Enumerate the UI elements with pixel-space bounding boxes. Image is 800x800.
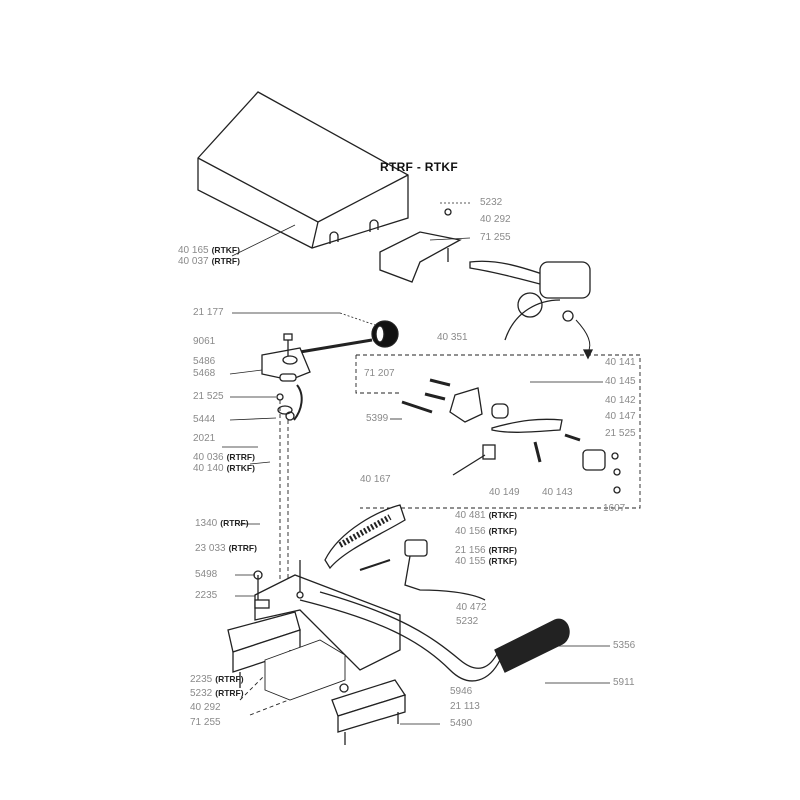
part-label: 2235 — [195, 590, 218, 601]
part-label: 40 156(RTKF) — [455, 526, 517, 537]
part-label: 40 037(RTRF) — [178, 256, 240, 267]
part-label: 5232(RTRF) — [190, 688, 244, 699]
part-label: 1340(RTRF) — [195, 518, 249, 529]
part-label: 40 351 — [437, 332, 468, 343]
part-label: 2235(RTRF) — [190, 674, 244, 685]
part-label: 40 147 — [605, 411, 636, 422]
part-label: 21 156(RTRF) — [455, 545, 517, 556]
part-label: 2021 — [193, 433, 216, 444]
knob-part — [299, 320, 399, 354]
throttle-grip-part — [324, 504, 486, 601]
part-label: 40 165(RTKF) — [178, 245, 240, 256]
plate-part — [264, 639, 346, 701]
part-label: 21 525 — [605, 428, 636, 439]
part-label: 40 292 — [190, 702, 221, 713]
throttle-housing-part — [261, 333, 311, 421]
part-label: 5232 — [456, 616, 479, 627]
lever-parts — [401, 378, 621, 494]
part-label: 40 472 — [456, 602, 487, 613]
part-label: 40 292 — [480, 214, 511, 225]
part-label: 40 143 — [542, 487, 573, 498]
part-label: 5232 — [480, 197, 503, 208]
part-label: 5946 — [450, 686, 473, 697]
part-label: 5911 — [613, 677, 635, 688]
part-label: 5444 — [193, 414, 216, 425]
part-label: 1607 — [603, 503, 626, 514]
part-label: 71 255 — [480, 232, 511, 243]
part-label: 40 140(RTKF) — [193, 463, 255, 474]
part-label: 40 481(RTKF) — [455, 510, 517, 521]
part-label: 40 149 — [489, 487, 520, 498]
part-label: 40 141 — [605, 357, 636, 368]
lever-assembly-part — [469, 260, 594, 360]
part-label: 5399 — [366, 413, 389, 424]
part-label: 40 167 — [360, 474, 391, 485]
part-label: 5490 — [450, 718, 473, 729]
part-label: 40 036(RTRF) — [193, 452, 255, 463]
part-label: 5498 — [195, 569, 218, 580]
part-label: 71 255 — [190, 717, 221, 728]
part-label: 5356 — [613, 640, 636, 651]
part-label: 21 177 — [193, 307, 224, 318]
part-label: 40 142 — [605, 395, 636, 406]
clamp-part-right — [331, 679, 407, 745]
part-label: 5486 — [193, 356, 216, 367]
part-label: 21 525 — [193, 391, 224, 402]
cover-part — [197, 91, 409, 249]
part-label: 40 145 — [605, 376, 636, 387]
leader-lines — [222, 202, 610, 725]
part-label: 71 207 — [364, 368, 395, 379]
part-label: 5468 — [193, 368, 216, 379]
part-label: 23 033(RTRF) — [195, 543, 257, 554]
bracket-part — [379, 208, 462, 283]
diagram-title: RTRF - RTKF — [380, 160, 458, 174]
part-label: 40 155(RTKF) — [455, 556, 517, 567]
part-label: 9061 — [193, 336, 216, 347]
part-label: 21 113 — [450, 701, 480, 712]
